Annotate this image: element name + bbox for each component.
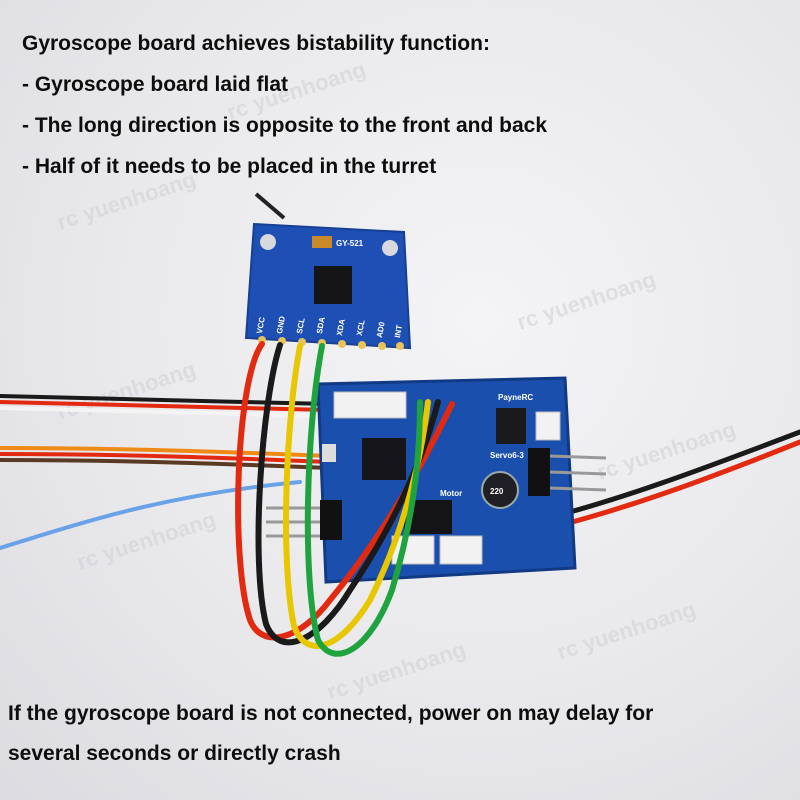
caption-heading: Gyroscope board achieves bistability fun… [22,32,490,55]
pin-label: INT [393,324,404,338]
mpu-chip [314,266,352,304]
pin-header [528,448,550,496]
caption-bullet-2: - The long direction is opposite to the … [22,114,548,137]
left-pin-header [320,500,342,540]
capacitor-label: 220 [490,487,504,496]
servo-connector-bottom-2 [439,535,483,565]
motor-label: Motor [440,489,462,498]
pin-label: AD0 [375,321,387,339]
pin-label: XDA [335,318,347,336]
watermark-text: rc yuenhoang [514,266,659,334]
footer-line-1: If the gyroscope board is not connected,… [8,702,654,725]
footer-line-2: several seconds or directly crash [8,742,341,765]
mount-hole [260,234,276,250]
pin-label: GND [275,315,287,334]
board-brand: PayneRC [498,393,533,402]
mcu-chip [362,438,406,480]
pin-label: VCC [255,316,267,334]
watermark-text: rc yuenhoang [324,636,469,704]
pin-label: SDA [315,316,327,334]
board-model: Servo6-3 [490,451,524,460]
regulator [496,408,526,444]
mount-hole [382,240,398,256]
gyro-board: GY-521 VCC GND SCL SDA XDA XCL AD0 INT [244,222,412,350]
caption-bullet-1: - Gyroscope board laid flat [22,73,289,96]
caption-bullet-3: - Half of it needs to be placed in the t… [22,155,437,178]
gyro-wires [235,341,455,657]
switch [322,444,336,462]
watermark-text: rc yuenhoang [74,506,219,574]
gyro-model-label: GY-521 [336,239,364,248]
servo-connector-top [333,391,407,419]
tantalum-cap [312,236,332,248]
watermark-text: rc yuenhoang [54,356,199,424]
indicator-arrow [254,192,286,220]
watermark-text: rc yuenhoang [554,596,699,664]
side-connector [535,411,561,441]
pin-label: SCL [295,317,307,334]
watermarks: rc yuenhoang rc yuenhoang rc yuenhoang r… [54,56,739,704]
capacitor [481,471,519,509]
pin-label: XCL [355,319,367,336]
